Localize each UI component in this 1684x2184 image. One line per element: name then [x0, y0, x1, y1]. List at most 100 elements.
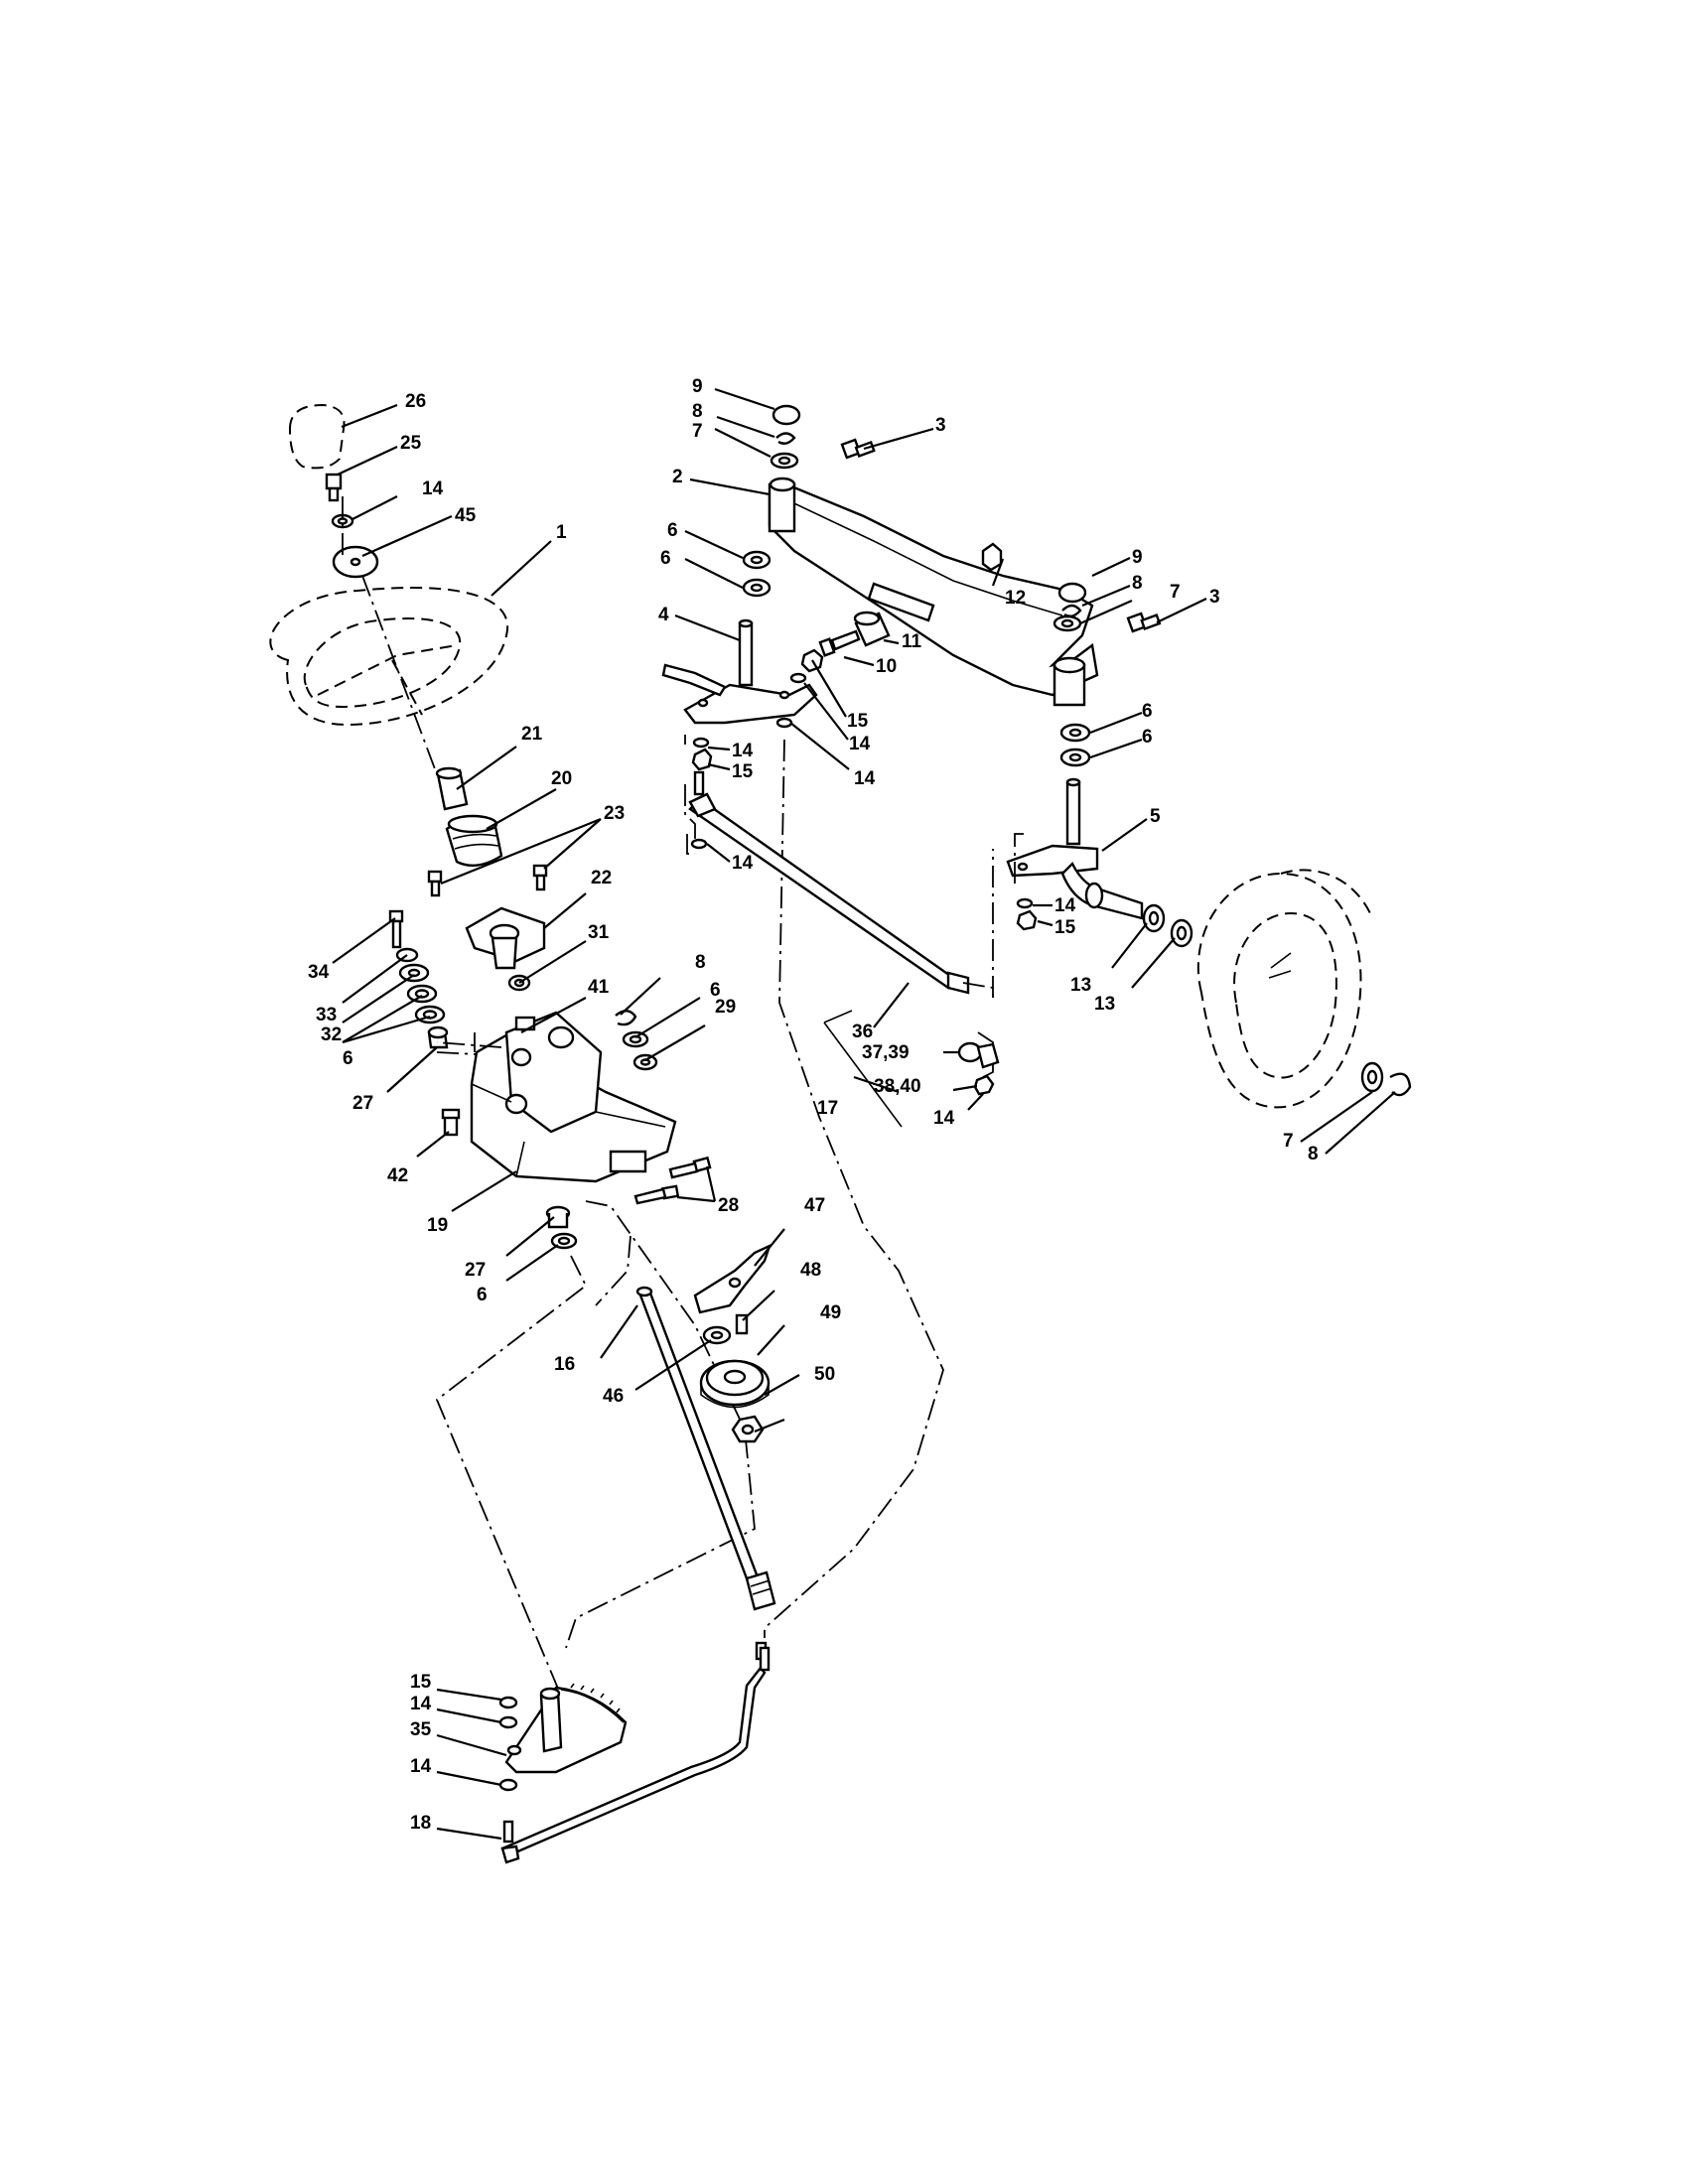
label-49: 49: [820, 1302, 841, 1323]
washer-7-left: [770, 452, 799, 470]
label-29: 29: [715, 997, 736, 1018]
label-9: 9: [1132, 547, 1143, 568]
bolts-28: [633, 1156, 712, 1205]
label-14: 14: [933, 1108, 955, 1129]
bolt-25: [325, 473, 343, 502]
bolt-34: [388, 909, 404, 949]
label-46: 46: [603, 1386, 624, 1407]
label-34: 34: [308, 962, 330, 983]
steering-support-19: [470, 1011, 677, 1183]
bolt-3-left: [840, 438, 876, 460]
spindle-5: [1006, 777, 1144, 920]
label-12: 12: [1005, 588, 1026, 609]
label-20: 20: [551, 768, 572, 789]
label-41: 41: [588, 977, 610, 998]
label-6: 6: [343, 1048, 353, 1069]
label-10: 10: [876, 656, 897, 677]
label-6: 6: [1142, 727, 1153, 748]
spacer-46: [702, 1325, 732, 1345]
label-33: 33: [316, 1005, 337, 1025]
label-18: 18: [410, 1813, 431, 1834]
label-13: 13: [1094, 994, 1115, 1015]
cap-9-right: [1057, 582, 1087, 604]
label-47: 47: [804, 1195, 825, 1216]
clip-8-axle-left: [775, 432, 796, 445]
ball-joint-37-39: [957, 1041, 1000, 1069]
label-2: 2: [672, 467, 683, 487]
label-6: 6: [710, 980, 721, 1001]
label-14: 14: [854, 768, 876, 789]
label-37-39: 37,39: [862, 1042, 910, 1063]
label-27: 27: [465, 1260, 486, 1281]
label-8: 8: [1308, 1144, 1319, 1164]
label-19: 19: [427, 1215, 448, 1236]
hardware-14-15-right: [1016, 897, 1038, 931]
steering-wheel-1: [269, 587, 509, 727]
label-21: 21: [521, 724, 543, 745]
label-14: 14: [422, 478, 444, 499]
label-35: 35: [410, 1719, 432, 1740]
front-axle-2: [768, 477, 1099, 707]
label-5: 5: [1150, 806, 1161, 827]
bracket-22: [465, 906, 546, 970]
clip-8-axle-right: [1061, 604, 1082, 617]
bushing-27-top: [427, 1025, 449, 1049]
label-22: 22: [591, 868, 612, 888]
cap-9-left: [772, 404, 801, 426]
label-7: 7: [1283, 1131, 1294, 1152]
leader-lines: [332, 387, 1396, 1841]
label-8: 8: [692, 401, 703, 422]
boot-20: [445, 814, 503, 868]
label-14: 14: [1054, 895, 1076, 916]
label-6: 6: [1142, 701, 1153, 722]
bearing-6-axle-right: [1059, 723, 1091, 767]
bushing-29: [632, 1053, 658, 1071]
bolts-23: [427, 864, 548, 897]
label-9: 9: [692, 376, 703, 397]
bolt-3-right: [1126, 612, 1162, 633]
label-13: 13: [1070, 975, 1091, 996]
label-1: 1: [556, 522, 567, 543]
washer-32: [398, 963, 430, 983]
washers-13: [1142, 903, 1193, 948]
washer-7-wheel: [1360, 1061, 1384, 1093]
bolt-48: [735, 1313, 749, 1335]
nut-14-tie-rod: [973, 1074, 995, 1096]
label-7: 7: [692, 421, 703, 442]
steering-shaft-line-top: [342, 496, 438, 775]
label-14: 14: [849, 734, 871, 754]
label-6: 6: [667, 520, 678, 541]
clip-8-left: [615, 1010, 637, 1026]
bearing-6-bottom: [550, 1232, 578, 1250]
wheel-tire: [1196, 869, 1371, 1109]
bolt-42: [441, 1108, 461, 1137]
bolt-10: [818, 629, 861, 657]
label-23: 23: [604, 803, 625, 824]
part-number-labels: 26 25 14 45 1 21 20 23 22 34 33 32 6 31 …: [308, 376, 1319, 1834]
label-16: 16: [554, 1354, 575, 1375]
hardware-14-15-axle: [691, 648, 824, 771]
label-11: 11: [902, 631, 922, 652]
label-15: 15: [1054, 917, 1076, 938]
label-14: 14: [410, 1694, 432, 1714]
washers-stack-bottom: [498, 1696, 518, 1843]
bearing-6-mid: [622, 1030, 649, 1048]
label-6: 6: [477, 1285, 488, 1305]
label-14: 14: [410, 1756, 432, 1777]
label-50: 50: [814, 1364, 835, 1385]
label-45: 45: [455, 505, 477, 526]
label-8: 8: [1132, 573, 1143, 594]
label-36: 36: [852, 1022, 873, 1042]
idler-pulley-49: [699, 1359, 771, 1409]
bearing-6-axle-left: [742, 550, 772, 598]
label-3: 3: [935, 415, 946, 436]
label-7: 7: [1170, 582, 1181, 603]
clip-8-wheel: [1389, 1072, 1412, 1097]
label-8: 8: [695, 952, 706, 973]
label-15: 15: [732, 761, 754, 782]
bushing-27-bottom: [545, 1205, 571, 1229]
pivot-tube-11: [853, 611, 891, 647]
label-25: 25: [400, 433, 422, 454]
label-48: 48: [800, 1260, 821, 1281]
